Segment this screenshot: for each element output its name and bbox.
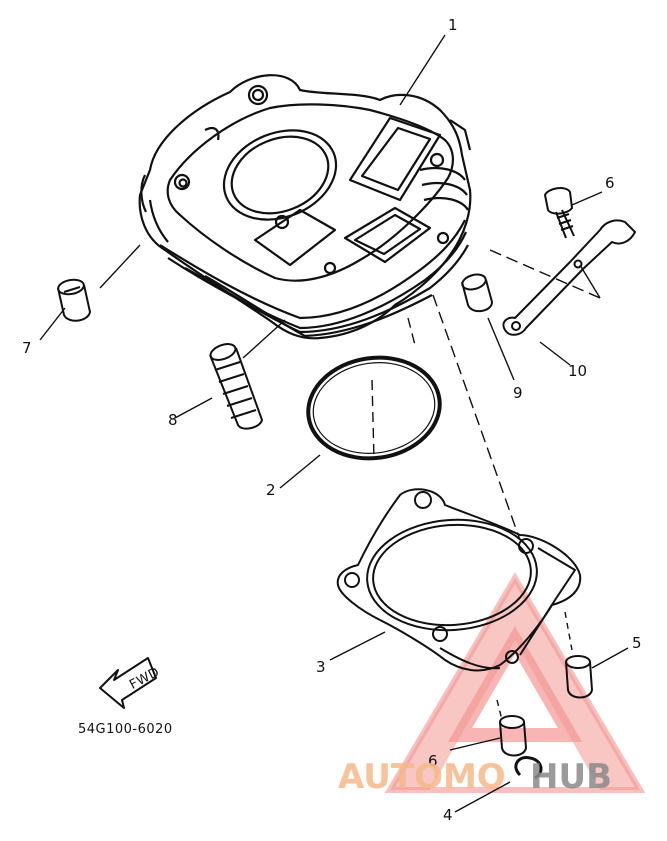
label-part-10: 10 — [568, 362, 587, 380]
dowel-pin-9 — [461, 273, 494, 313]
label-part-3: 3 — [316, 658, 326, 676]
bracket-10 — [502, 219, 636, 336]
label-part-2: 2 — [266, 481, 276, 499]
o-ring-gasket — [306, 355, 442, 461]
label-part-6-lower: 6 — [428, 752, 438, 770]
part-code: 54G100-6020 — [78, 722, 173, 737]
label-part-1: 1 — [448, 16, 458, 34]
watermark-text-right: HUB — [530, 757, 612, 797]
stud-bolt-8 — [209, 343, 264, 430]
label-part-5: 5 — [632, 634, 642, 652]
plug-7 — [57, 278, 92, 322]
circlip-4 — [514, 755, 543, 780]
base-gasket — [336, 488, 582, 672]
dowel-pin-5 — [565, 655, 594, 699]
label-part-7: 7 — [22, 339, 32, 357]
leader-lines — [39, 34, 629, 813]
label-part-8: 8 — [168, 411, 178, 429]
label-part-9: 9 — [513, 384, 523, 402]
bolt-6-upper — [543, 187, 575, 239]
leader-1 — [399, 34, 446, 106]
watermark-logo — [384, 572, 646, 793]
label-part-4: 4 — [443, 806, 453, 824]
watermark-text: AUTOMO HUB — [338, 757, 612, 797]
dowel-pin-6-lower — [499, 715, 528, 757]
part-labels: 1 2 3 4 5 6 6 7 8 9 10 54G100-6020 — [22, 16, 642, 824]
label-part-6-upper: 6 — [605, 174, 615, 192]
watermark-text-left: AUTOMO — [338, 757, 506, 797]
cylinder-body — [138, 74, 472, 340]
fwd-arrow-icon: FWD — [99, 657, 162, 709]
